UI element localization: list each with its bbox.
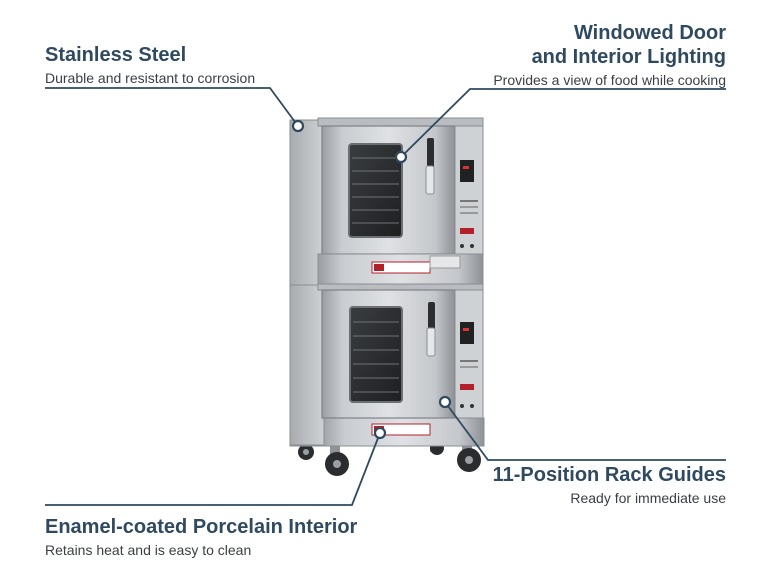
callout-title: 11-Position Rack Guides (492, 464, 726, 486)
callout-title-line1: Windowed Door (573, 22, 726, 44)
callout-description: Provides a view of food while cooking (493, 72, 726, 88)
callout-description: Retains heat and is easy to clean (45, 542, 252, 558)
callout-enamel-interior: Enamel-coated Porcelain Interior Retains… (45, 515, 405, 559)
callout-dots (291, 119, 452, 440)
upper-oven (289, 117, 484, 286)
upper-window (348, 143, 403, 238)
casters (298, 440, 481, 476)
callout-description: Durable and resistant to corrosion (45, 70, 256, 86)
lower-window (349, 306, 403, 403)
upper-control-panel (454, 125, 484, 255)
callout-title: Enamel-coated Porcelain Interior (45, 516, 358, 538)
callout-lines (45, 87, 726, 506)
lower-control-panel (454, 289, 484, 419)
callout-title: Stainless Steel (45, 44, 187, 66)
callout-title-line2: and Interior Lighting (531, 46, 726, 68)
callout-windowed-door: Windowed Door and Interior Lighting Prov… (430, 21, 726, 89)
callout-description: Ready for immediate use (570, 490, 726, 506)
callout-stainless-steel: Stainless Steel Durable and resistant to… (45, 43, 345, 87)
lower-oven (289, 283, 484, 446)
callout-rack-guides: 11-Position Rack Guides Ready for immedi… (470, 463, 726, 507)
